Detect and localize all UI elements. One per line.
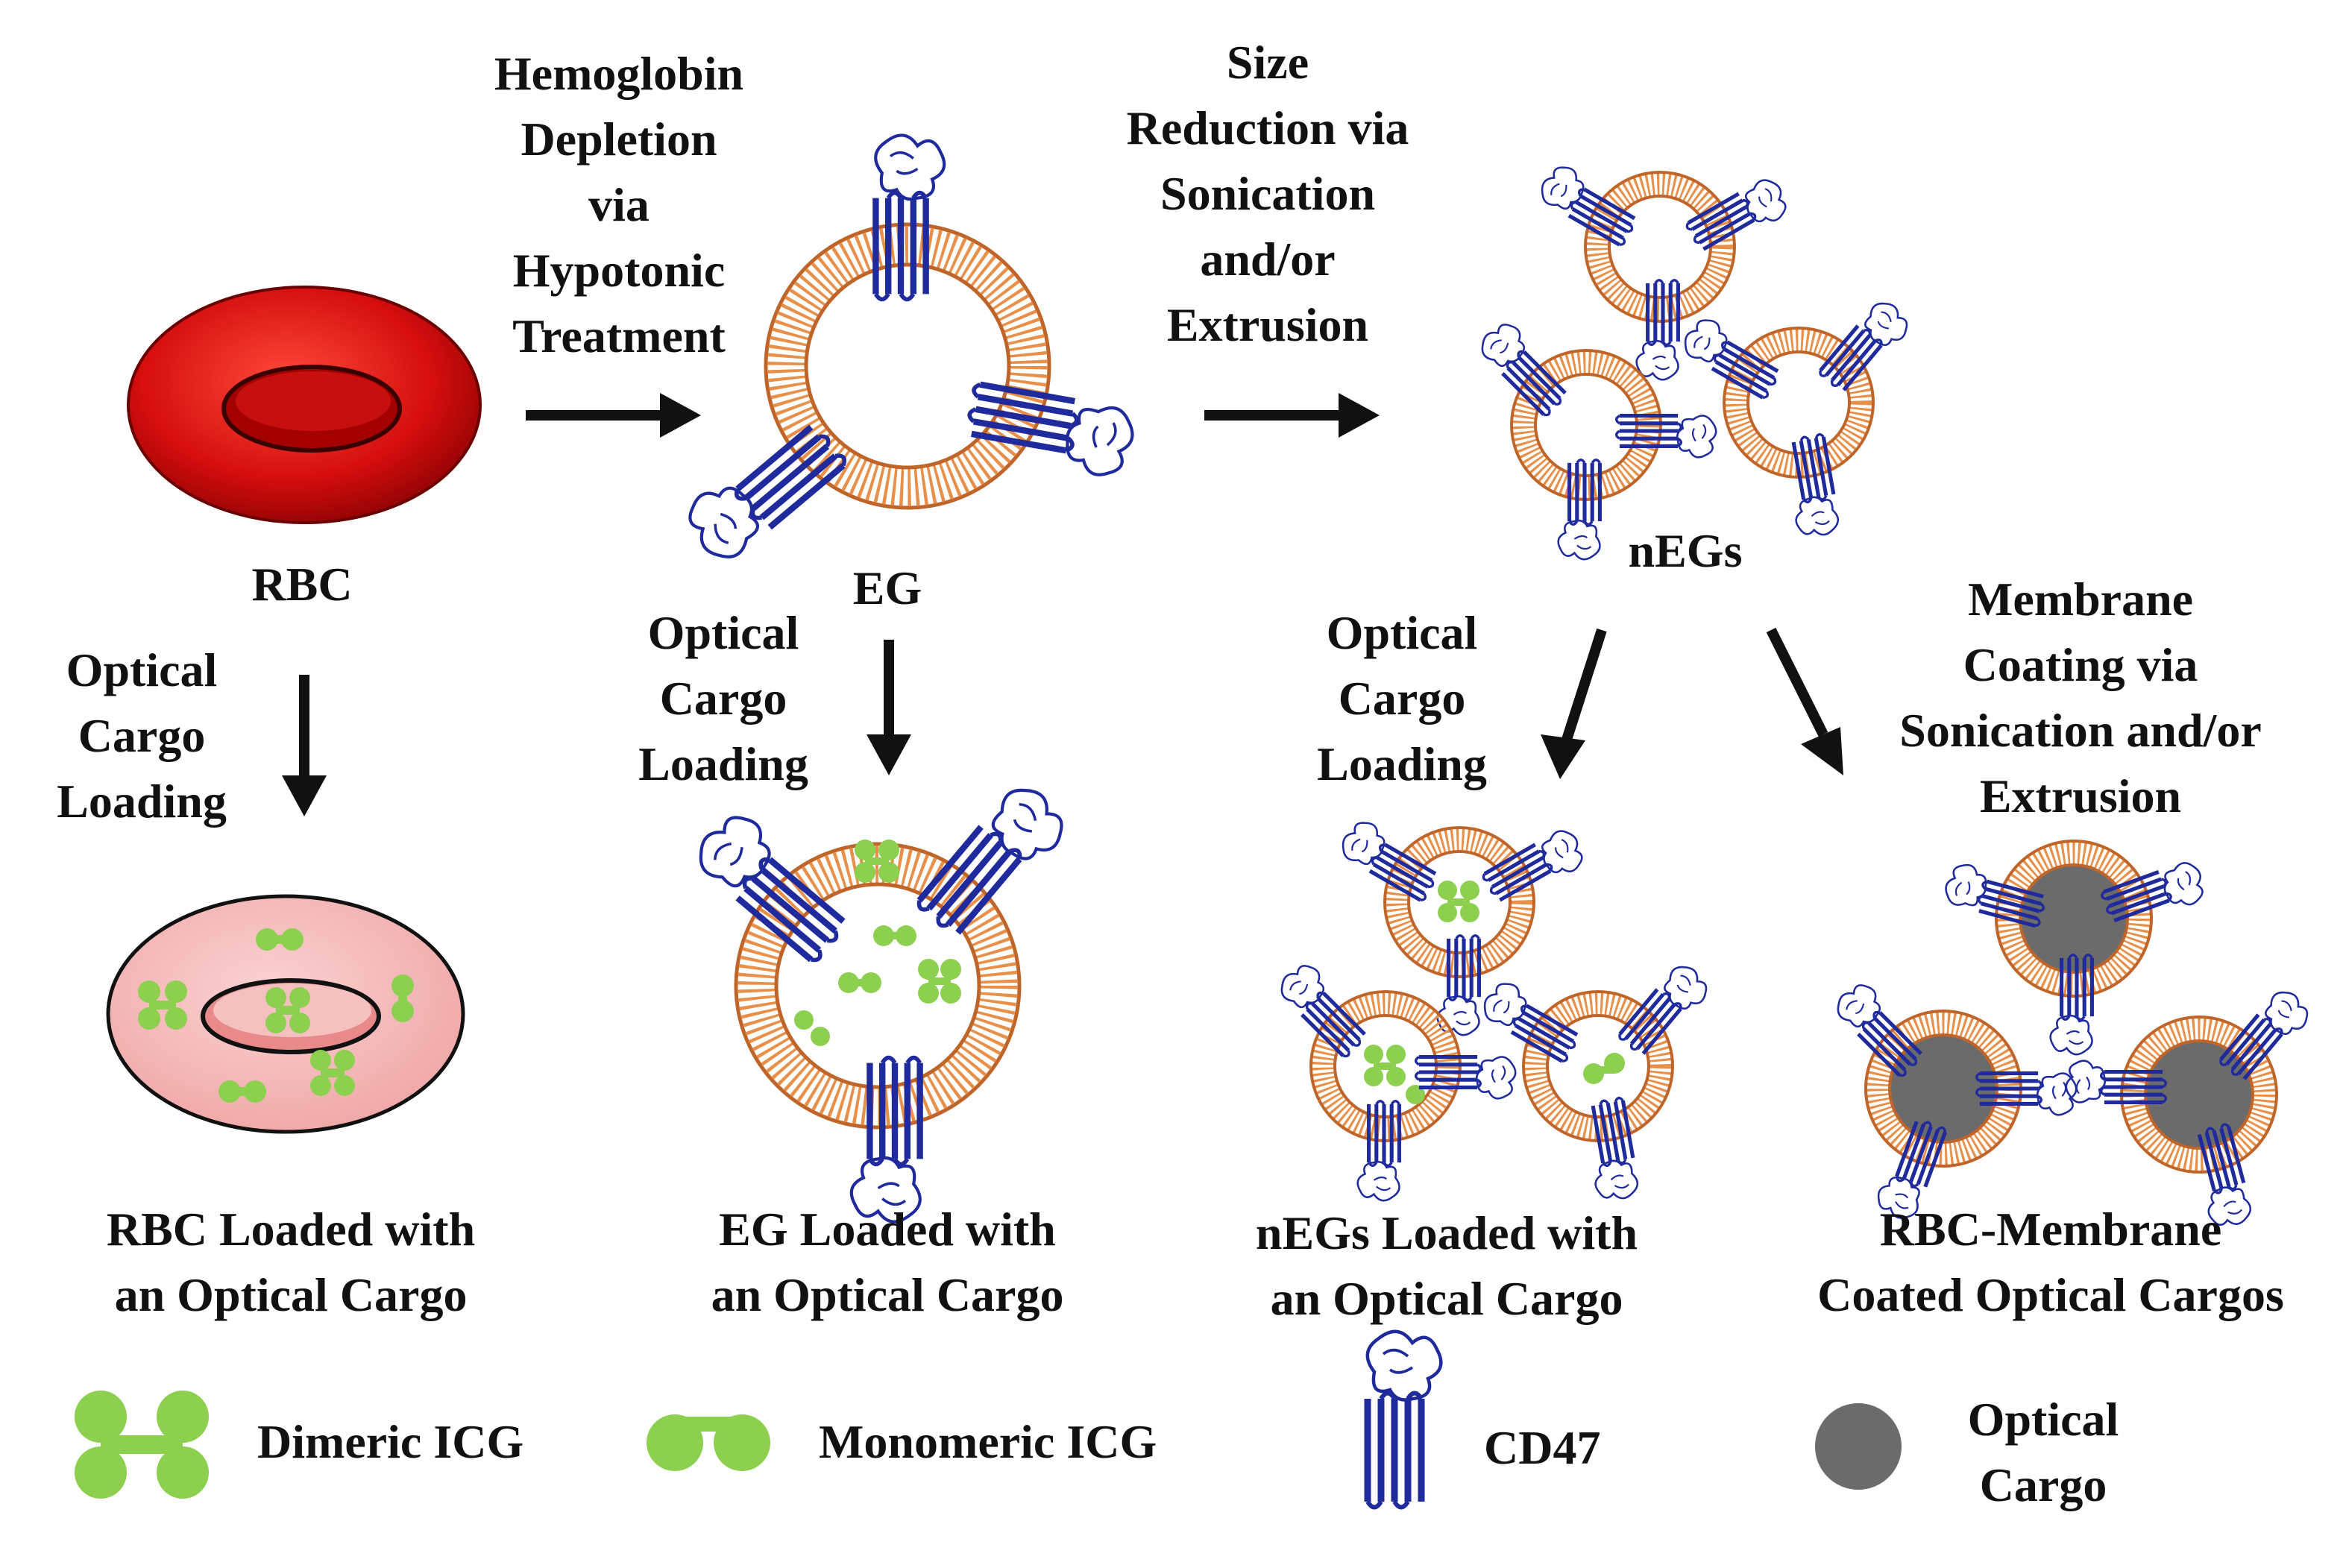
arrow-eg-down xyxy=(867,640,911,775)
negs-loaded-vesicles xyxy=(1275,816,1714,1203)
label-eg-loaded: EG Loaded with an Optical Cargo xyxy=(711,1203,1064,1321)
label-optical-loading-eg: Optical Cargo Loading xyxy=(638,606,808,790)
label-negs: nEGs xyxy=(1628,524,1743,577)
rbc-loaded-cell xyxy=(106,894,465,1134)
legend-cd47-label: CD47 xyxy=(1484,1421,1601,1474)
label-size-reduction: Size Reduction via Sonication and/or Ext… xyxy=(1126,36,1409,351)
label-coated-optical-cargos: RBC-Membrane Coated Optical Cargos xyxy=(1817,1203,2284,1321)
arrow-eg-to-negs xyxy=(1204,393,1380,438)
legend-cd47-icon xyxy=(1368,1332,1441,1508)
label-membrane-coating: Membrane Coating via Sonication and/or E… xyxy=(1899,573,2262,822)
legend-optical-cargo-icon xyxy=(1815,1403,1902,1490)
arrow-rbc-to-eg xyxy=(526,393,701,438)
legend-monomeric-icg-icon xyxy=(647,1414,770,1471)
arrow-negs-to-loaded xyxy=(1541,628,1607,779)
legend-dimeric-icg-icon xyxy=(75,1391,209,1499)
label-hemoglobin-depletion: Hemoglobin Depletion via Hypotonic Treat… xyxy=(494,47,744,362)
legend-monomeric-icg-label: Monomeric ICG xyxy=(819,1415,1157,1468)
eg-vesicle xyxy=(678,135,1136,567)
label-rbc-loaded: RBC Loaded with an Optical Cargo xyxy=(106,1203,476,1321)
legend-dimeric-icg-label: Dimeric ICG xyxy=(257,1415,524,1468)
label-optical-loading-rbc: Optical Cargo Loading xyxy=(57,643,227,828)
eg-loaded-vesicle xyxy=(689,778,1074,1221)
rbc-cell xyxy=(127,286,482,524)
coated-cargos xyxy=(1831,840,2315,1230)
arrow-negs-to-coated xyxy=(1766,627,1843,775)
negs-vesicles xyxy=(1476,160,1914,559)
label-negs-loaded: nEGs Loaded with an Optical Cargo xyxy=(1255,1206,1638,1325)
label-optical-loading-negs: Optical Cargo Loading xyxy=(1317,606,1487,790)
arrow-rbc-down xyxy=(282,675,327,816)
label-rbc: RBC xyxy=(251,558,353,611)
legend-optical-cargo-label: Optical Cargo xyxy=(1967,1393,2119,1511)
label-eg: EG xyxy=(852,561,922,614)
